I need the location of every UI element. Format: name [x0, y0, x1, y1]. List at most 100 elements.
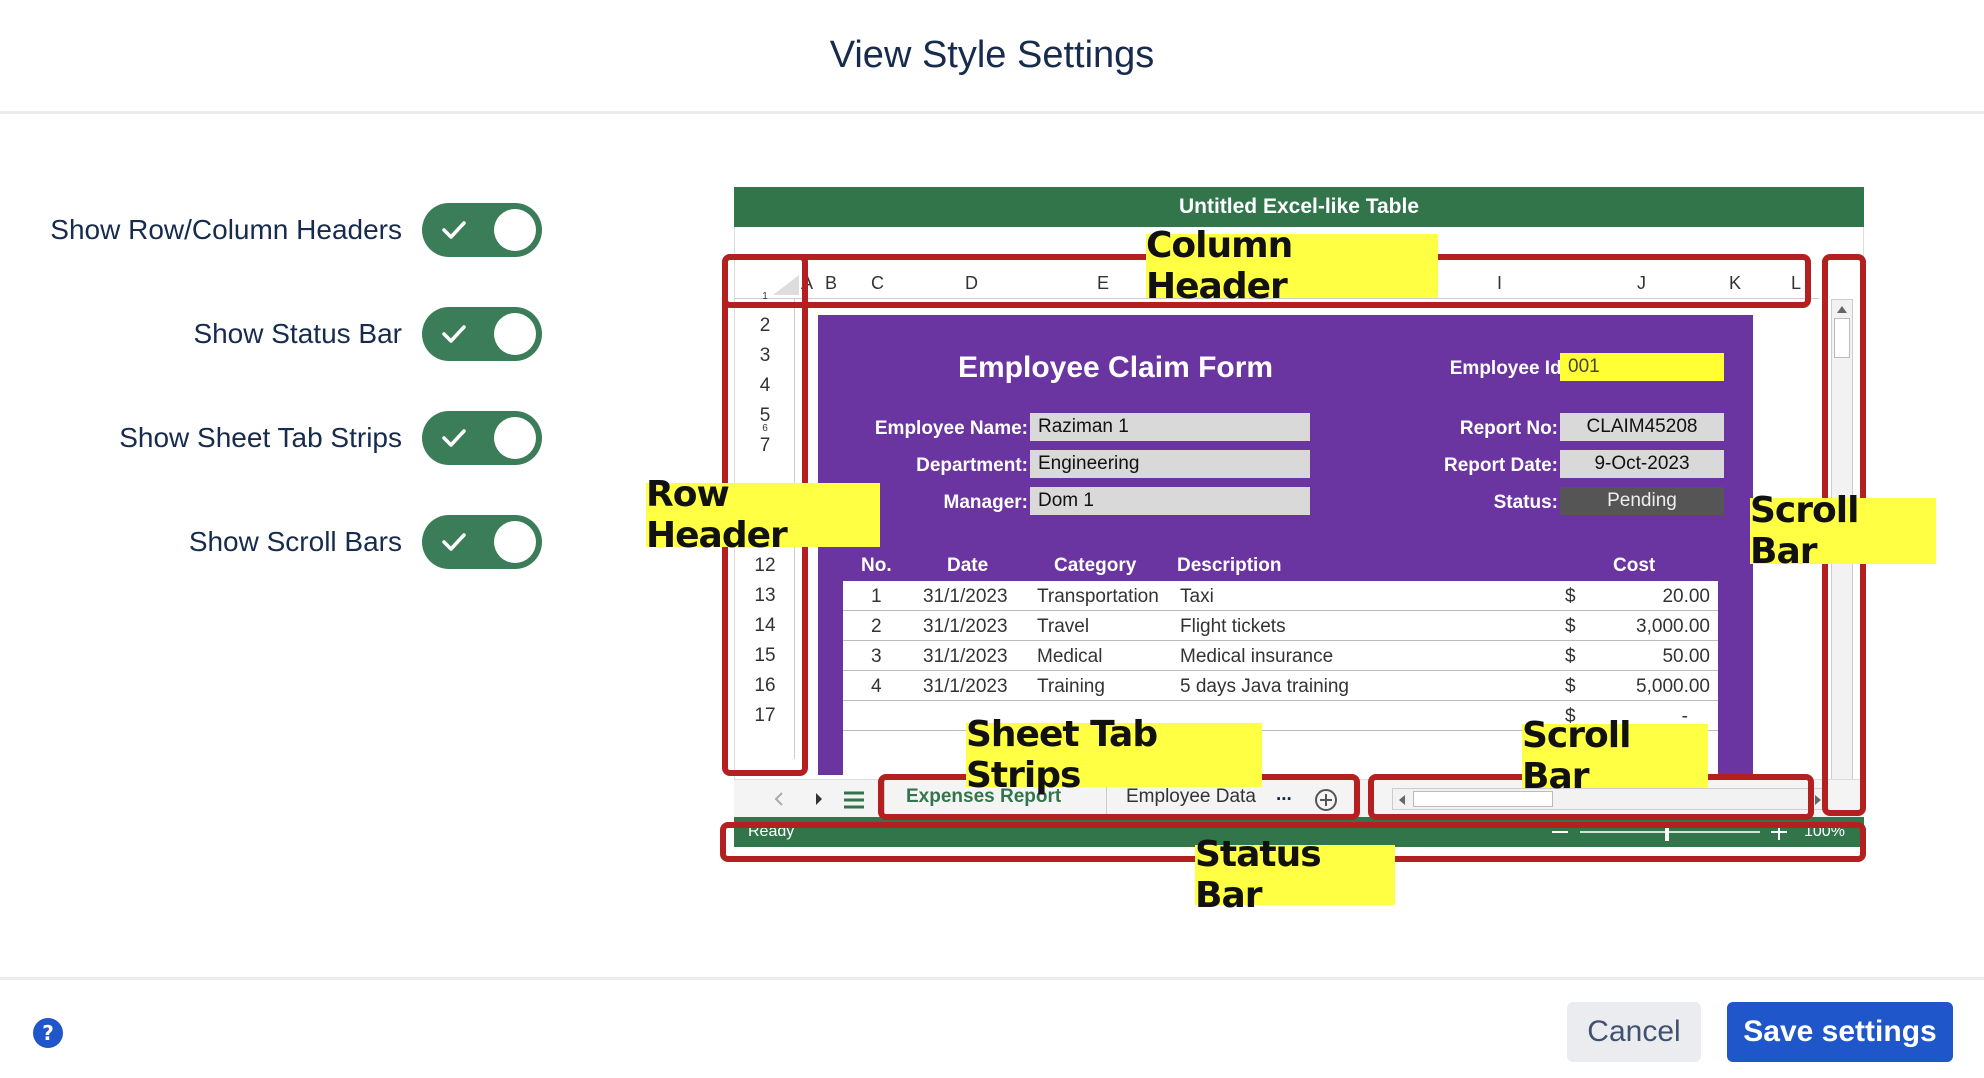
report-no-value: CLAIM45208 [1560, 413, 1724, 441]
cell: Training [1037, 676, 1105, 697]
cell: 31/1/2023 [923, 676, 1008, 697]
label-sheet-tab-strips: Sheet Tab Strips [966, 714, 1262, 796]
cell: 5 days Java training [1180, 676, 1349, 697]
cell: Flight tickets [1180, 616, 1286, 637]
scroll-up-icon[interactable] [1836, 304, 1848, 314]
cancel-button[interactable]: Cancel [1567, 1002, 1701, 1062]
employee-id-label: Employee Id: [1449, 358, 1568, 379]
column-label: I [1497, 273, 1503, 293]
toggle-row-column-headers[interactable] [422, 203, 542, 257]
toggle-knob [494, 417, 536, 459]
row-label: 1 [762, 291, 768, 302]
manager-label: Manager: [943, 492, 1028, 513]
divider [884, 780, 885, 818]
dialog-footer [0, 977, 1984, 1078]
option-label: Show Row/Column Headers [50, 214, 402, 245]
option-scroll-bars: Show Scroll Bars [30, 515, 542, 569]
dialog-title: View Style Settings [0, 0, 1984, 114]
zoom-slider[interactable] [1580, 831, 1760, 833]
report-date-label: Report Date: [1443, 455, 1558, 476]
zoom-slider-thumb[interactable] [1665, 823, 1669, 841]
cell: 1 [871, 586, 882, 607]
check-icon [442, 429, 466, 447]
employee-id-value: 001 [1560, 353, 1724, 381]
horizontal-scroll-thumb[interactable] [1413, 791, 1553, 807]
cell: Medical [1037, 646, 1103, 667]
report-no-label: Report No: [1459, 418, 1558, 439]
label-scroll-bar-horizontal: Scroll Bar [1522, 715, 1708, 797]
cell: 20.00 [1662, 586, 1710, 607]
option-sheet-tab-strips: Show Sheet Tab Strips [30, 411, 542, 465]
label-column-header: Column Header [1146, 225, 1438, 307]
horizontal-scrollbar[interactable] [1392, 788, 1826, 810]
cell: 31/1/2023 [923, 646, 1008, 667]
option-status-bar: Show Status Bar [30, 307, 542, 361]
row-label: 5 [759, 405, 771, 426]
tab-expenses-report[interactable]: Expenses Report [906, 786, 1062, 807]
row-label: 16 [754, 675, 776, 696]
table-row: 2 31/1/2023 Travel Flight tickets $ 3,00… [843, 611, 1718, 641]
toggle-status-bar[interactable] [422, 307, 542, 361]
scroll-right-icon[interactable] [1813, 794, 1823, 806]
zoom-out-icon[interactable] [1552, 831, 1568, 833]
option-row-headers: Show Row/Column Headers [30, 203, 542, 257]
option-label: Show Status Bar [193, 318, 402, 349]
more-tabs[interactable]: ... [1276, 784, 1292, 805]
help-icon[interactable]: ? [33, 1018, 63, 1048]
cell: Taxi [1180, 586, 1214, 607]
tab-prev-icon[interactable] [774, 792, 784, 806]
table-row: 4 31/1/2023 Training 5 days Java trainin… [843, 671, 1718, 701]
label-row-header: Row Header [646, 474, 880, 556]
row-label: 12 [754, 555, 776, 576]
tab-employee-data[interactable]: Employee Data [1126, 786, 1256, 807]
row-label: 14 [754, 615, 776, 636]
toggle-knob [494, 313, 536, 355]
row-label: 13 [754, 585, 776, 606]
cell: $ [1565, 706, 1576, 727]
row-label: 15 [754, 645, 776, 666]
preview-title: Untitled Excel-like Table [734, 187, 1864, 227]
employee-name-value: Raziman 1 [1030, 413, 1310, 441]
manager-value: Dom 1 [1030, 487, 1310, 515]
table-row: 3 31/1/2023 Medical Medical insurance $ … [843, 641, 1718, 671]
cell: 3,000.00 [1636, 616, 1710, 637]
cell: 50.00 [1662, 646, 1710, 667]
department-value: Engineering [1030, 450, 1310, 478]
department-label: Department: [916, 455, 1028, 476]
report-date-value: 9-Oct-2023 [1560, 450, 1724, 478]
toggle-knob [494, 209, 536, 251]
column-label: E [1097, 273, 1110, 293]
cell: 31/1/2023 [923, 586, 1008, 607]
th-cost: Cost [1613, 555, 1656, 576]
add-sheet-icon[interactable] [1314, 788, 1338, 812]
check-icon [442, 221, 466, 239]
tab-next-icon[interactable] [814, 792, 824, 806]
claim-form: Employee Claim Form Employee Id: 001 Emp… [818, 315, 1753, 775]
row-label: 3 [759, 345, 771, 366]
save-settings-button[interactable]: Save settings [1727, 1002, 1953, 1062]
form-title: Employee Claim Form [958, 351, 1274, 384]
option-label: Show Scroll Bars [188, 526, 402, 557]
cell: $ [1565, 646, 1576, 667]
scroll-left-icon[interactable] [1397, 794, 1407, 806]
toggle-knob [494, 521, 536, 563]
row-label: 7 [759, 435, 771, 456]
toggle-scroll-bars[interactable] [422, 515, 542, 569]
select-all-corner [773, 275, 799, 295]
cell: $ [1565, 676, 1576, 697]
status-value: Pending [1560, 487, 1724, 515]
table-row: 1 31/1/2023 Transportation Taxi $ 20.00 [843, 581, 1718, 611]
cell: Transportation [1037, 586, 1159, 607]
column-label: B [825, 273, 838, 293]
row-label: 17 [754, 705, 776, 726]
column-label: J [1637, 273, 1646, 293]
divider [1106, 784, 1107, 814]
column-label: K [1729, 273, 1742, 293]
toggle-sheet-tab-strips[interactable] [422, 411, 542, 465]
sheet-list-icon[interactable] [842, 790, 866, 810]
th-description: Description [1177, 555, 1282, 576]
vertical-scroll-thumb[interactable] [1834, 318, 1850, 358]
th-no: No. [861, 555, 892, 576]
cell: Travel [1037, 616, 1090, 637]
